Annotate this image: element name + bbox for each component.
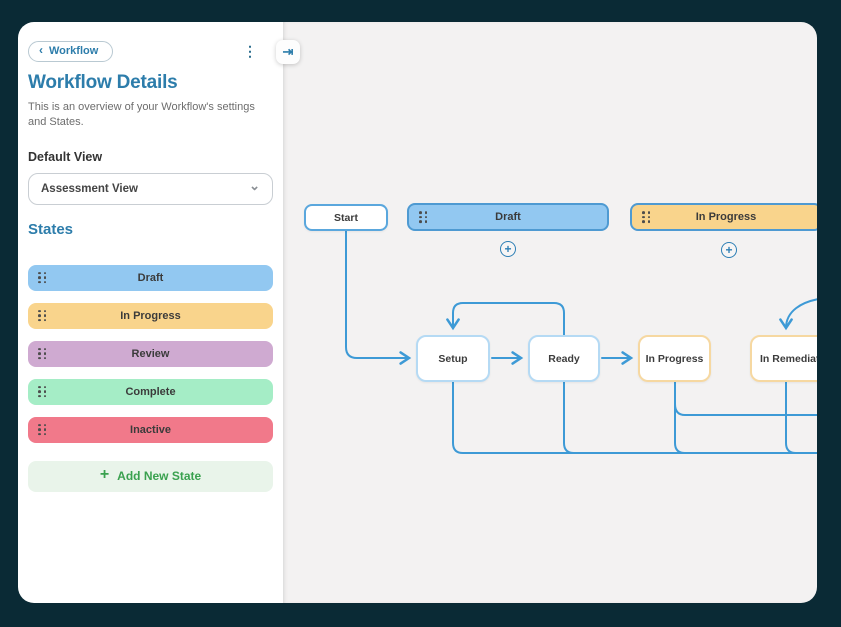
state-pill-complete[interactable]: Complete — [28, 378, 273, 405]
back-to-workflow-button[interactable]: ‹ Workflow — [28, 40, 114, 62]
node-in-progress[interactable]: In Progress — [638, 335, 711, 382]
drag-handle-icon[interactable] — [38, 347, 47, 360]
node-label: Setup — [438, 352, 468, 365]
edge-ready-loop-to-setup — [446, 302, 565, 336]
lane-label: In Progress — [695, 211, 757, 223]
connector-lines — [345, 230, 817, 454]
state-pill-in-progress[interactable]: In Progress — [28, 302, 273, 329]
page-title: Workflow Details — [28, 72, 178, 93]
state-label: Review — [131, 347, 170, 360]
edge-in-remediation-down — [785, 381, 817, 454]
state-label: Inactive — [130, 423, 171, 436]
drag-handle-icon[interactable] — [419, 211, 428, 223]
node-ready[interactable]: Ready — [528, 335, 600, 382]
back-label: Workflow — [49, 44, 99, 57]
workflow-details-panel: ‹ Workflow ⋮ Workflow Details This is an… — [18, 22, 283, 603]
node-start[interactable]: Start — [304, 204, 388, 231]
lane-label: Draft — [495, 211, 521, 223]
lane-header-draft[interactable]: Draft — [407, 203, 609, 231]
node-label: In Remediation — [760, 352, 817, 365]
drag-handle-icon[interactable] — [38, 385, 47, 398]
state-pill-review[interactable]: Review — [28, 340, 273, 367]
workflow-canvas[interactable]: Draft In Progress + + Start Setup Ready … — [283, 22, 817, 603]
add-new-state-button[interactable]: + Add New State — [28, 460, 273, 492]
edge-into-in-remediation — [779, 298, 817, 331]
add-node-button-draft-lane[interactable]: + — [500, 241, 516, 257]
node-label: In Progress — [645, 352, 704, 365]
state-pill-inactive[interactable]: Inactive — [28, 416, 273, 443]
lane-header-in-progress[interactable]: In Progress — [630, 203, 817, 231]
edge-ready-down — [563, 381, 575, 454]
drag-handle-icon[interactable] — [38, 309, 47, 322]
node-in-remediation[interactable]: In Remediation — [750, 335, 817, 382]
state-pill-draft[interactable]: Draft — [28, 264, 273, 291]
default-view-select[interactable]: Assessment View ⌄ — [28, 172, 273, 205]
collapse-sidebar-button[interactable]: ⇥ — [276, 40, 300, 64]
chevron-left-icon: ‹ — [39, 43, 43, 57]
kebab-menu-icon[interactable]: ⋮ — [243, 43, 257, 59]
node-label: Ready — [548, 352, 580, 365]
sidebar-header: ‹ Workflow ⋮ — [28, 40, 273, 62]
node-setup[interactable]: Setup — [416, 335, 490, 382]
edge-setup-down — [452, 381, 817, 454]
edge-in-progress-branch-right — [674, 403, 817, 416]
drag-handle-icon[interactable] — [642, 211, 651, 223]
states-heading: States — [28, 220, 74, 238]
state-label: Draft — [137, 271, 164, 284]
app-window: ‹ Workflow ⋮ Workflow Details This is an… — [18, 22, 817, 603]
page-description: This is an overview of your Workflow's s… — [28, 101, 255, 128]
default-view-label: Default View — [28, 149, 103, 164]
edge-start-to-setup — [345, 230, 412, 365]
add-node-button-in-progress-lane[interactable]: + — [721, 242, 737, 258]
plus-icon: + — [99, 466, 110, 484]
drag-handle-icon[interactable] — [38, 423, 47, 436]
state-label: In Progress — [120, 309, 181, 322]
default-view-value: Assessment View — [41, 182, 138, 195]
state-label: Complete — [125, 385, 176, 398]
add-state-label: Add New State — [117, 469, 202, 484]
node-label: Start — [334, 211, 358, 224]
chevron-down-icon: ⌄ — [249, 177, 260, 193]
drag-handle-icon[interactable] — [38, 271, 47, 284]
edge-in-progress-down — [674, 381, 686, 454]
